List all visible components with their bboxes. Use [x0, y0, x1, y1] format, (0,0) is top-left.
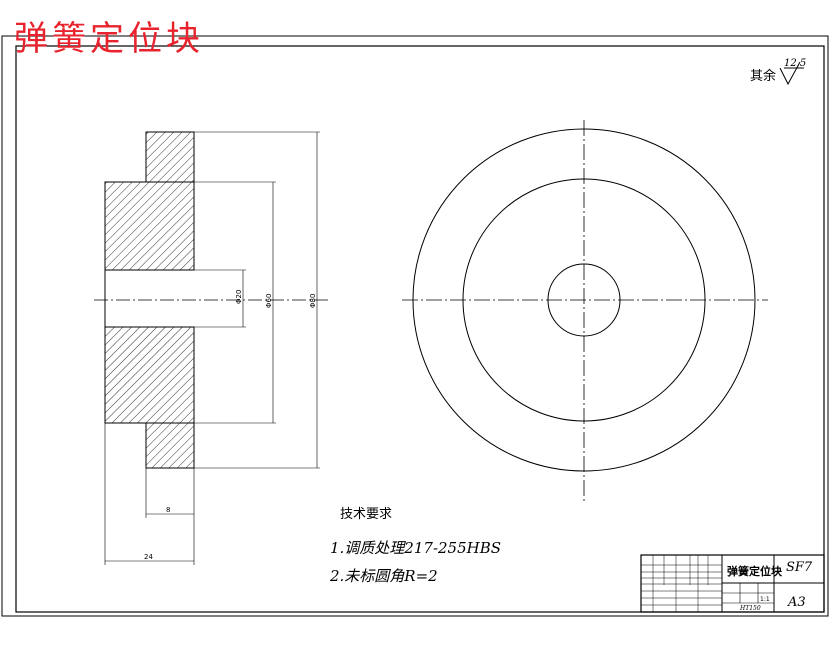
tb-sheet-size: A3 — [787, 595, 806, 610]
tech-heading: 技术要求 — [340, 507, 392, 522]
dim-len-a-label: 8 — [166, 506, 170, 514]
dim-d80-label: Φ80 — [309, 294, 317, 308]
tb-scale: 1:1 — [760, 596, 770, 603]
hatch-bottom-body — [104, 326, 195, 424]
roughness-symbol-icon — [779, 61, 801, 86]
hatch-bottom-flange — [145, 422, 195, 469]
tb-part-name: 弹簧定位块 — [727, 564, 783, 578]
section-view: Φ20 Φ60 Φ80 8 24 — [94, 131, 330, 565]
tech-requirements: 技术要求 1.调质处理217-255HBS 2.未标圆角R=2 — [329, 507, 501, 585]
title-block: 弹簧定位块 SF7 A3 1:1 HT150 — [640, 554, 825, 613]
tb-code: SF7 — [786, 560, 813, 575]
surface-finish-note: 其余 12.5 — [750, 58, 806, 86]
hatch-top-body — [104, 181, 195, 271]
hatch-top-flange — [145, 131, 195, 183]
tech-item-2: 2.未标圆角R=2 — [329, 567, 438, 585]
tech-item-1: 1.调质处理217-255HBS — [330, 539, 501, 557]
outer-border — [1, 35, 829, 617]
front-view — [402, 120, 768, 502]
surface-finish-value: 12.5 — [784, 58, 806, 69]
dim-d60-label: Φ60 — [265, 294, 273, 308]
inner-border — [15, 45, 825, 613]
dim-len-b-label: 24 — [144, 553, 153, 561]
drawing-title: 弹簧定位块 — [14, 19, 204, 59]
surface-finish-label: 其余 — [750, 68, 776, 84]
tb-material: HT150 — [739, 605, 761, 612]
dim-d20-label: Φ20 — [235, 290, 243, 304]
